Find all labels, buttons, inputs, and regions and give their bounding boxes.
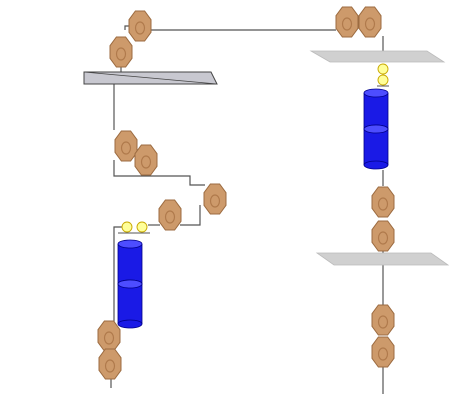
cylinder-bottom [363,160,389,170]
cylinder-body [118,284,142,324]
octagon-domain [335,6,359,38]
octagon-inner-ring [377,347,389,361]
octagon-domain [371,186,395,218]
membrane-diagonal [83,71,218,85]
cylinder-domain [117,239,143,329]
linker-circle [377,63,389,75]
cylinder-domains [117,88,389,329]
octagon-domain [134,144,158,176]
linker-circle [121,221,133,233]
cylinder-body [364,93,388,129]
octagon-inner-ring [364,17,376,31]
octagon-inner-ring [209,194,221,208]
octagon-inner-ring [377,197,389,211]
linker-pair [118,221,150,234]
cylinder-top [363,88,389,98]
octagon-shape [128,10,152,42]
octagon-domain [371,336,395,368]
linker-pair [377,63,389,87]
octagon-domain [98,348,122,380]
octagon-inner-ring [115,47,127,61]
octagon-inner-ring [103,331,115,345]
octagon-domain [371,304,395,336]
octagon-domain [109,36,133,68]
cylinder-domain [363,88,389,170]
linker-circle [377,74,389,86]
octagon-shape [134,144,158,176]
octagon-domain [371,220,395,252]
octagon-domain [158,199,182,231]
octagon-domain [97,320,121,352]
octagon-shape [371,186,395,218]
octagon-shape [335,6,359,38]
octagon-shape [98,348,122,380]
octagon-shape [371,220,395,252]
chain-line [113,160,205,186]
octagon-domain [358,6,382,38]
octagon-shape [203,183,227,215]
octagon-domain [114,130,138,162]
cylinder-bottom [117,319,143,329]
octagon-inner-ring [341,17,353,31]
membrane-left [83,71,218,85]
cylinder-top [117,279,143,289]
octagon-domain [128,10,152,42]
octagon-inner-ring [104,359,116,373]
octagon-inner-ring [377,231,389,245]
cylinder-top [117,239,143,249]
octagon-inner-ring [120,141,132,155]
octagon-inner-ring [134,21,146,35]
octagon-shape [158,199,182,231]
membrane-plane-top-right [309,50,446,63]
octagon-shape [371,304,395,336]
octagon-shape [114,130,138,162]
octagon-domain [203,183,227,215]
membrane-plane-middle-right [315,252,450,266]
cylinder-body [118,244,142,284]
octagon-inner-ring [140,155,152,169]
octagon-domains [97,6,395,380]
octagon-shape [109,36,133,68]
octagon-shape [97,320,121,352]
octagon-shape [371,336,395,368]
chain-line [180,205,201,226]
octagon-inner-ring [164,210,176,224]
octagon-inner-ring [377,315,389,329]
cylinder-top [363,124,389,134]
octagon-shape [358,6,382,38]
linker-circle [136,221,148,233]
linker-pairs [118,63,389,234]
cylinder-body [364,129,388,165]
